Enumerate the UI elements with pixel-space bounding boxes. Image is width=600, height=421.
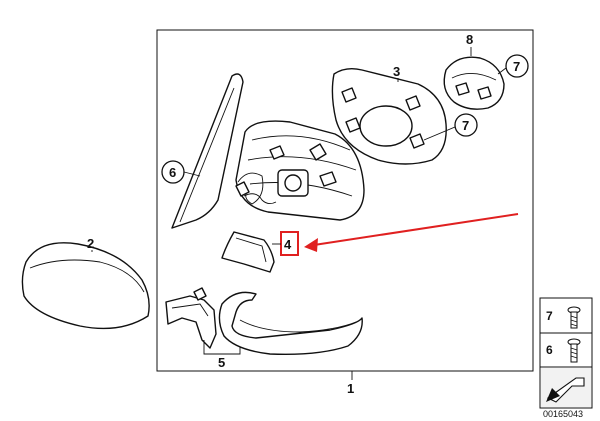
legend-item-7: 7 [546, 309, 553, 323]
callout-part-5: 5 [218, 355, 225, 370]
assembly-frame [156, 29, 534, 372]
callout-part-7-middle: 7 [462, 118, 469, 133]
highlight-box-part-4 [280, 231, 299, 256]
highlight-arrow [304, 213, 519, 252]
callout-part-6: 6 [169, 165, 176, 180]
callout-circle-7-upper: 7 [497, 54, 529, 78]
callout-part-2: 2 [87, 236, 94, 251]
screw-icon [567, 306, 581, 329]
mirror-plate-part [331, 67, 447, 165]
mirror-glass-part [171, 73, 244, 229]
callout-part-3: 3 [393, 64, 400, 79]
fastener-legend: 7 6 [539, 297, 593, 409]
callout-part-1: 1 [347, 381, 354, 396]
callout-part-7-upper: 7 [513, 59, 520, 74]
callout-part-4: 4 [284, 237, 292, 252]
callout-part-8: 8 [466, 32, 473, 47]
turn-signal-strip-part [218, 291, 363, 355]
part-4-cover [221, 231, 275, 273]
bolt-icon [567, 338, 581, 363]
bracket-part [165, 287, 217, 349]
document-number: 00165043 [543, 409, 583, 419]
callout-circle-6: 6 [161, 160, 201, 184]
mirror-cap-part [21, 242, 150, 330]
legend-item-6: 6 [546, 343, 553, 357]
adjusting-motor-part [443, 56, 505, 110]
direction-arrow-icon [541, 368, 591, 407]
callout-circle-7-middle: 7 [423, 113, 478, 141]
mirror-housing-part [235, 120, 365, 221]
